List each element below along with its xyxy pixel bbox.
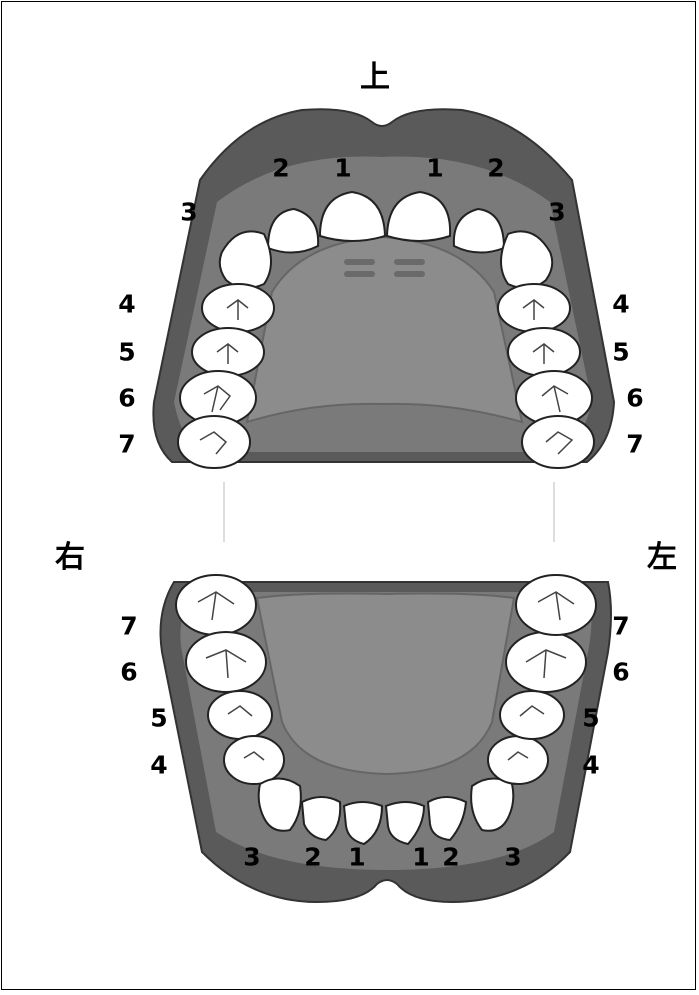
upper-right-tooth-number: 7 (118, 432, 135, 457)
right-direction-label: 右 (55, 543, 85, 573)
upper-direction-label: 上 (360, 63, 390, 93)
lower-left-tooth-number: 5 (582, 706, 599, 731)
lower-right-first-premolar (224, 736, 284, 784)
upper-right-tooth-number: 3 (180, 200, 197, 225)
upper-left-tooth-number: 1 (426, 156, 443, 181)
lower-right-second-molar (176, 575, 256, 635)
lower-right-tooth-number: 3 (243, 845, 260, 870)
lower-jaw (161, 575, 612, 902)
upper-left-tooth-number: 7 (626, 432, 643, 457)
lower-right-tooth-number: 2 (304, 845, 321, 870)
lower-left-tooth-number: 6 (612, 660, 629, 685)
lower-right-tooth-number: 7 (120, 614, 137, 639)
upper-left-tooth-number: 4 (612, 292, 629, 317)
lower-left-first-molar (506, 632, 586, 692)
lower-left-first-premolar (488, 736, 548, 784)
upper-right-tooth-number: 1 (334, 156, 351, 181)
upper-jaw (153, 109, 614, 468)
lower-left-tooth-number: 2 (442, 845, 459, 870)
upper-right-tooth-number: 5 (118, 340, 135, 365)
upper-right-tooth-number: 4 (118, 292, 135, 317)
lower-left-tooth-number: 3 (504, 845, 521, 870)
upper-right-tooth-number: 6 (118, 386, 135, 411)
lower-right-second-premolar (208, 691, 272, 739)
upper-left-tooth-number: 3 (548, 200, 565, 225)
upper-left-second-molar (522, 416, 594, 468)
lower-right-first-molar (186, 632, 266, 692)
upper-left-tooth-number: 6 (626, 386, 643, 411)
lower-left-tooth-number: 1 (412, 845, 429, 870)
lower-right-tooth-number: 6 (120, 660, 137, 685)
upper-right-tooth-number: 2 (272, 156, 289, 181)
upper-right-second-molar (178, 416, 250, 468)
upper-left-tooth-number: 2 (487, 156, 504, 181)
upper-left-tooth-number: 5 (612, 340, 629, 365)
lower-left-tooth-number: 4 (582, 753, 599, 778)
lower-left-second-molar (516, 575, 596, 635)
lower-right-tooth-number: 5 (150, 706, 167, 731)
lower-right-tooth-number: 1 (348, 845, 365, 870)
lower-left-tooth-number: 7 (612, 614, 629, 639)
left-direction-label: 左 (647, 543, 677, 573)
lower-right-tooth-number: 4 (150, 753, 167, 778)
lower-left-second-premolar (500, 691, 564, 739)
